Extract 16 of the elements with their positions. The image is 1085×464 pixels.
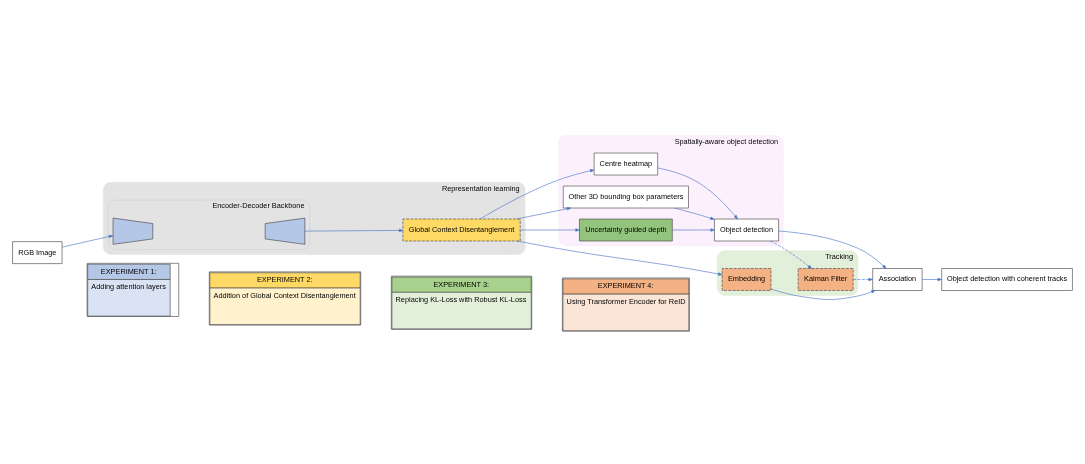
arrow (657, 167, 738, 220)
arrow (516, 240, 723, 276)
arrow (479, 169, 595, 220)
arrow (770, 288, 876, 300)
arrow (778, 230, 887, 269)
node-trapezium (112, 217, 154, 245)
arrow (672, 228, 715, 232)
arrow (304, 228, 404, 233)
arrow (61, 234, 114, 248)
arrow (520, 228, 580, 232)
arrow (770, 240, 812, 269)
arrow (853, 277, 873, 282)
arrow (673, 207, 715, 220)
arrow (516, 207, 572, 220)
arrow (922, 277, 942, 282)
node-trapezium (264, 217, 306, 245)
